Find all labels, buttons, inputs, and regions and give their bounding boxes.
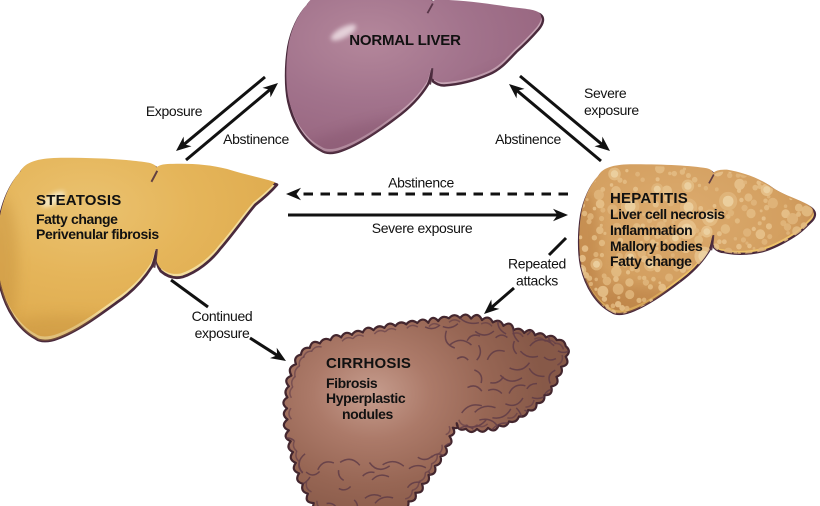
- svg-text:HEPATITIS: HEPATITIS: [610, 190, 688, 207]
- svg-text:Continued: Continued: [192, 308, 253, 324]
- svg-text:Fatty change: Fatty change: [36, 211, 118, 227]
- svg-text:Abstinence: Abstinence: [495, 131, 561, 147]
- svg-text:Mallory bodies: Mallory bodies: [610, 238, 703, 254]
- svg-text:Severe: Severe: [584, 85, 627, 101]
- svg-text:Hyperplastic: Hyperplastic: [326, 390, 406, 406]
- svg-text:STEATOSIS: STEATOSIS: [36, 192, 121, 209]
- svg-text:exposure: exposure: [195, 325, 250, 341]
- svg-text:Perivenular fibrosis: Perivenular fibrosis: [36, 226, 159, 242]
- svg-text:Fibrosis: Fibrosis: [326, 375, 378, 391]
- svg-text:CIRRHOSIS: CIRRHOSIS: [326, 355, 411, 372]
- svg-text:Repeated: Repeated: [508, 256, 566, 272]
- svg-text:attacks: attacks: [516, 273, 558, 289]
- svg-text:Inflammation: Inflammation: [610, 222, 692, 238]
- svg-text:Fatty change: Fatty change: [610, 253, 692, 269]
- svg-text:nodules: nodules: [342, 406, 393, 422]
- svg-text:Liver cell necrosis: Liver cell necrosis: [610, 206, 725, 222]
- svg-text:Abstinence: Abstinence: [223, 131, 289, 147]
- svg-text:Exposure: Exposure: [146, 103, 203, 119]
- svg-text:NORMAL LIVER: NORMAL LIVER: [349, 32, 461, 49]
- svg-text:Severe exposure: Severe exposure: [372, 220, 473, 236]
- svg-text:Abstinence: Abstinence: [388, 175, 454, 191]
- svg-text:exposure: exposure: [584, 102, 639, 118]
